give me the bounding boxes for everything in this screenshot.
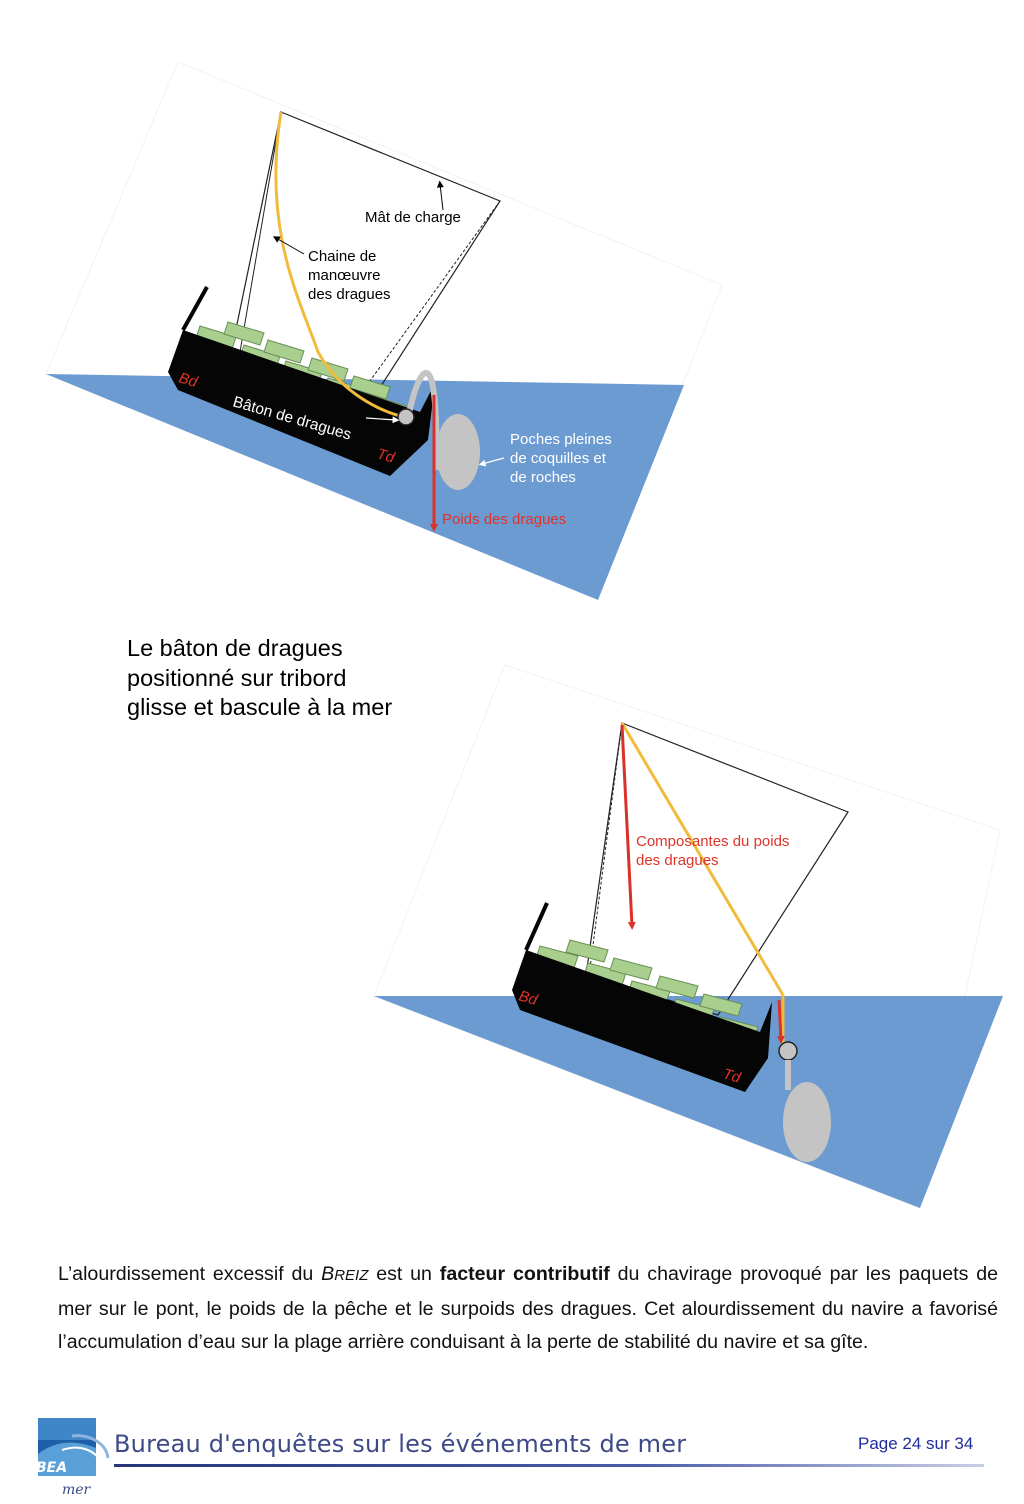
body-paragraph: L’alourdissement excessif du BREIZ est u… — [58, 1258, 998, 1360]
page-number: Page 24 sur 34 — [858, 1434, 974, 1453]
para-text-3: du chavirage provoqué par les paquets de… — [58, 1263, 998, 1353]
para-bold-phrase: facteur contributif — [439, 1263, 610, 1285]
label-td-1: Td — [375, 446, 397, 467]
chain-1 — [274, 111, 409, 420]
footer-title: Bureau d'enquêtes sur les événements de … — [114, 1430, 687, 1458]
derrick-1-stay-2 — [361, 200, 501, 393]
arrow-chaine — [272, 236, 305, 255]
arrow-poches — [478, 457, 505, 467]
pocket-1 — [436, 414, 480, 490]
hull-1-bow — [181, 286, 209, 331]
caption-line-1: Le bâton de dragues — [127, 635, 343, 661]
diagram-caption: Le bâton de dragues positionné sur tribo… — [127, 634, 487, 723]
para-text-1: L’alourdissement excessif du — [58, 1263, 322, 1285]
label-bd-1: Bd — [177, 370, 200, 392]
label-composantes-line-1: Composantes du poids — [636, 833, 789, 850]
label-td-2: Td — [721, 1066, 743, 1087]
label-poches-line-3: de roches — [510, 469, 576, 486]
force-component-2 — [776, 999, 785, 1044]
hull-2-bow — [524, 902, 549, 951]
logo-text-bea: BEA — [36, 1460, 67, 1476]
diagram-canvas: Mât de charge Chaine de manœuvre des dra… — [45, 61, 1003, 1209]
footer-rule — [114, 1464, 984, 1467]
label-chaine-line-1: Chaine de — [308, 248, 376, 265]
sea-2 — [374, 996, 1003, 1208]
derrick-2-stay — [589, 722, 623, 969]
label-poches-line-1: Poches pleines — [510, 431, 612, 448]
label-poches-line-2: de coquilles et — [510, 450, 607, 467]
force-component-1 — [620, 724, 636, 930]
arrow-baton — [365, 416, 400, 424]
derrick-1-stay — [239, 111, 282, 353]
diagram-2: Composantes du poids des dragues Bd Td — [373, 664, 1003, 1209]
label-bd-2: Bd — [517, 988, 540, 1010]
pocket-2 — [783, 1082, 831, 1162]
ship-name: BREIZ — [321, 1263, 368, 1285]
logo-text-mer: mer — [62, 1482, 92, 1498]
hull-2 — [512, 950, 772, 1092]
bea-mer-logo: BEA mer — [36, 1418, 110, 1498]
label-mat-de-charge: Mât de charge — [365, 209, 461, 226]
diagram-1: Mât de charge Chaine de manœuvre des dra… — [45, 61, 723, 600]
ship-name-rest: REIZ — [334, 1267, 369, 1284]
label-chaine-line-2: manœuvre — [308, 267, 381, 284]
page-footer: BEA mer Bureau d'enquêtes sur les événem… — [0, 1410, 1024, 1504]
pulley-2 — [778, 1041, 798, 1061]
hull-1 — [168, 330, 435, 476]
caption-line-2: positionné sur tribord — [127, 664, 347, 691]
arrow-mat — [436, 180, 444, 211]
para-text-2: est un — [368, 1263, 440, 1285]
ship-name-initial: B — [321, 1263, 335, 1285]
sea-1 — [46, 374, 684, 600]
label-poids-des-dragues: Poids des dragues — [442, 511, 566, 528]
label-chaine-line-3: des dragues — [308, 286, 391, 303]
pulley-1 — [397, 408, 415, 426]
caption-line-3: glisse et bascule à la mer — [127, 694, 393, 720]
chain-2 — [620, 722, 785, 996]
label-composantes-line-2: des dragues — [636, 852, 719, 869]
derrick-2 — [585, 722, 849, 1016]
